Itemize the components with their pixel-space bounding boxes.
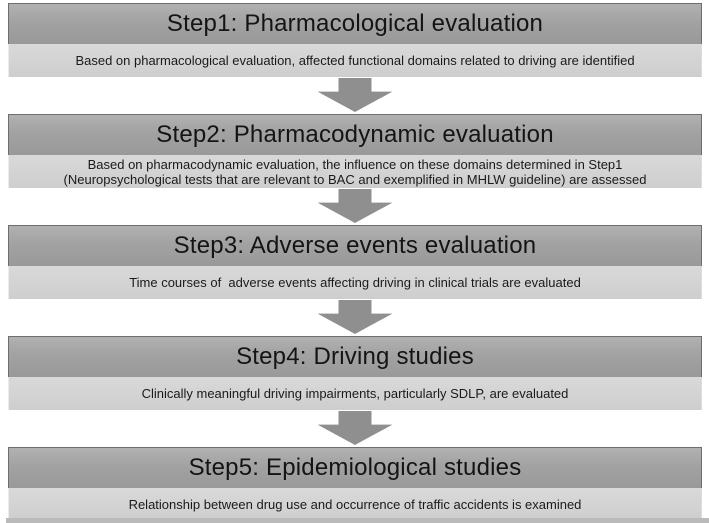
step-3-description: Time courses of adverse events affecting… xyxy=(129,275,581,290)
step-4-title: Step4: Driving studies xyxy=(236,343,474,370)
bottom-edge-strip xyxy=(6,518,709,523)
step-5-header: Step5: Epidemiological studies xyxy=(8,447,702,488)
step-3-description-bar: Time courses of adverse events affecting… xyxy=(8,266,702,299)
step-3-title: Step3: Adverse events evaluation xyxy=(173,232,537,259)
step-1-description-bar: Based on pharmacological evaluation, aff… xyxy=(8,44,702,77)
connector-4 xyxy=(8,410,702,447)
step-5-title: Step5: Epidemiological studies xyxy=(188,454,522,481)
step-4-description-bar: Clinically meaningful driving impairment… xyxy=(8,377,702,410)
step-5-description-bar: Relationship between drug use and occurr… xyxy=(8,488,702,521)
step-2-description-bar: Based on pharmacodynamic evaluation, the… xyxy=(8,155,702,188)
step-1: Step1: Pharmacological evaluation Based … xyxy=(8,3,702,77)
connector-2 xyxy=(8,188,702,225)
step-4-header: Step4: Driving studies xyxy=(8,336,702,377)
step-3-header: Step3: Adverse events evaluation xyxy=(8,225,702,266)
step-3: Step3: Adverse events evaluation Time co… xyxy=(8,225,702,299)
step-1-title: Step1: Pharmacological evaluation xyxy=(166,10,544,37)
step-1-header: Step1: Pharmacological evaluation xyxy=(8,3,702,44)
down-arrow-icon xyxy=(317,78,393,112)
step-2-description: Based on pharmacodynamic evaluation, the… xyxy=(63,156,647,187)
step-2: Step2: Pharmacodynamic evaluation Based … xyxy=(8,114,702,188)
flowchart: Step1: Pharmacological evaluation Based … xyxy=(8,3,702,521)
step-2-header: Step2: Pharmacodynamic evaluation xyxy=(8,114,702,155)
step-4: Step4: Driving studies Clinically meanin… xyxy=(8,336,702,410)
step-4-description: Clinically meaningful driving impairment… xyxy=(141,386,569,401)
step-2-title: Step2: Pharmacodynamic evaluation xyxy=(156,121,554,148)
step-5: Step5: Epidemiological studies Relations… xyxy=(8,447,702,521)
down-arrow-icon xyxy=(317,300,393,334)
down-arrow-icon xyxy=(317,189,393,223)
down-arrow-icon xyxy=(317,411,393,445)
connector-1 xyxy=(8,77,702,114)
step-5-description: Relationship between drug use and occurr… xyxy=(128,497,582,512)
connector-3 xyxy=(8,299,702,336)
step-1-description: Based on pharmacological evaluation, aff… xyxy=(75,53,635,68)
